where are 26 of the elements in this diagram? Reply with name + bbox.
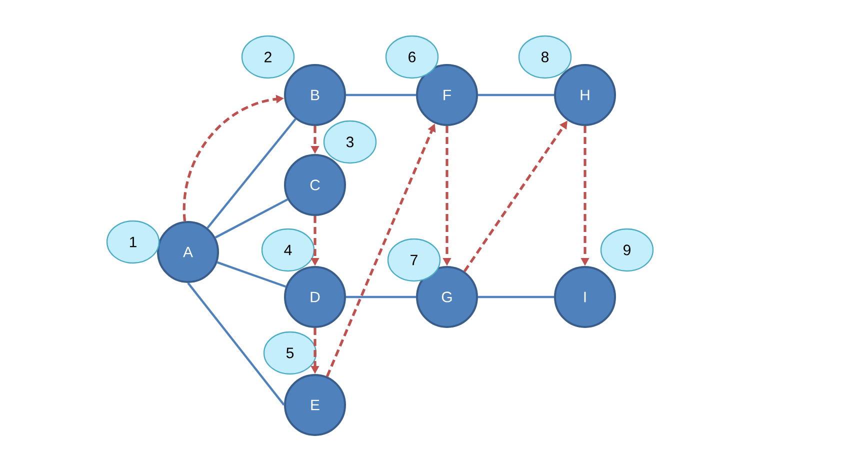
callout-number: 2 <box>241 35 295 79</box>
connector-line <box>346 94 416 96</box>
connector-line <box>214 198 288 238</box>
connector-line <box>478 296 554 298</box>
connector-line <box>346 296 416 298</box>
callout-number: 7 <box>387 238 441 282</box>
circle-node: I <box>554 266 616 328</box>
circle-node: E <box>284 374 346 436</box>
circle-node: A <box>157 221 219 283</box>
circle-node: H <box>554 64 616 126</box>
circle-node: D <box>284 266 346 328</box>
callout-number: 8 <box>518 35 572 79</box>
connector-line <box>187 282 285 406</box>
callout-number: 5 <box>263 331 317 375</box>
callout-number: 9 <box>600 228 654 272</box>
callout-number: 4 <box>261 228 315 272</box>
callout-number: 3 <box>323 120 377 164</box>
connector-line <box>216 261 286 288</box>
connector-line <box>206 118 296 229</box>
callout-number: 6 <box>385 35 439 79</box>
connector-line <box>478 94 554 96</box>
circle-node: G <box>416 266 478 328</box>
circle-node: F <box>416 64 478 126</box>
circle-node: B <box>284 64 346 126</box>
callout-number: 1 <box>106 220 160 264</box>
circle-node: C <box>284 154 346 216</box>
